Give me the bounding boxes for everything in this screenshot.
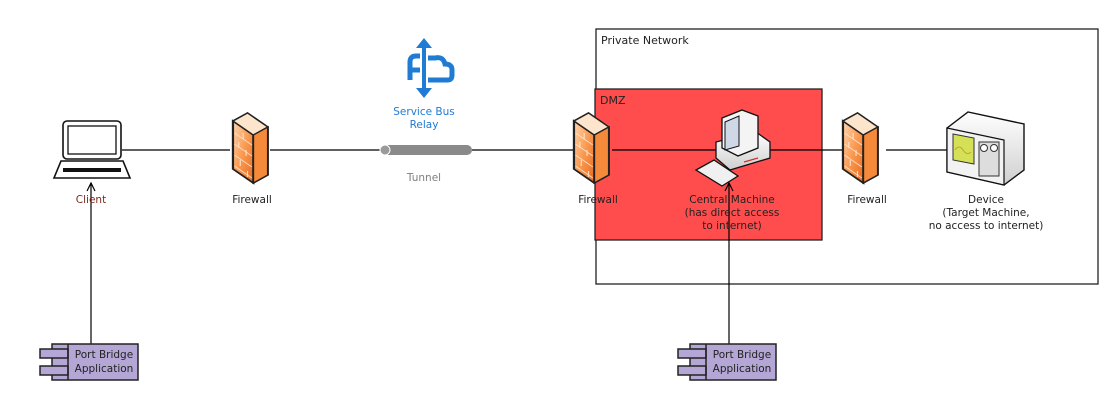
firewall-3-label: Firewall	[847, 194, 887, 206]
central-label-line1: Central Machine	[689, 194, 775, 206]
firewall-1-label: Firewall	[232, 194, 272, 206]
port-bridge-client-label: Port Bridge Application	[72, 348, 136, 376]
desktop-computer-icon	[694, 109, 771, 187]
arrowhead-icon	[86, 181, 96, 192]
laptop-icon	[52, 120, 132, 179]
firewall-icon	[841, 111, 879, 185]
firewall-icon	[572, 111, 610, 185]
relay-label: Service Bus Relay	[384, 106, 464, 132]
device-label: Device (Target Machine, no access to int…	[916, 194, 1056, 233]
pb-central-line1: Port Bridge	[712, 349, 772, 361]
service-bus-relay-icon	[407, 38, 455, 98]
device-label-line1: Device	[968, 194, 1004, 206]
relay-label-line1: Service Bus	[393, 106, 455, 118]
central-machine-label: Central Machine (has direct access to in…	[672, 194, 792, 233]
pb-client-line1: Port Bridge	[74, 349, 134, 361]
firewall-2-label: Firewall	[578, 194, 618, 206]
device-icon	[946, 111, 1025, 186]
port-bridge-central-label: Port Bridge Application	[710, 348, 774, 376]
firewall-icon	[231, 111, 269, 185]
client-label: Client	[75, 194, 107, 206]
device-label-line3: no access to internet)	[928, 220, 1044, 232]
pb-central-line2: Application	[712, 363, 772, 375]
device-label-line2: (Target Machine,	[942, 207, 1030, 219]
dmz-label: DMZ	[600, 94, 626, 107]
private-network-label: Private Network	[601, 34, 689, 47]
arrowhead-icon	[724, 181, 734, 192]
tunnel-pipe-icon	[379, 144, 472, 156]
tunnel-label: Tunnel	[406, 172, 442, 184]
pb-client-line2: Application	[74, 363, 134, 375]
central-label-line3: to internet)	[702, 220, 762, 232]
central-label-line2: (has direct access	[684, 207, 780, 219]
relay-label-line2: Relay	[409, 119, 439, 131]
